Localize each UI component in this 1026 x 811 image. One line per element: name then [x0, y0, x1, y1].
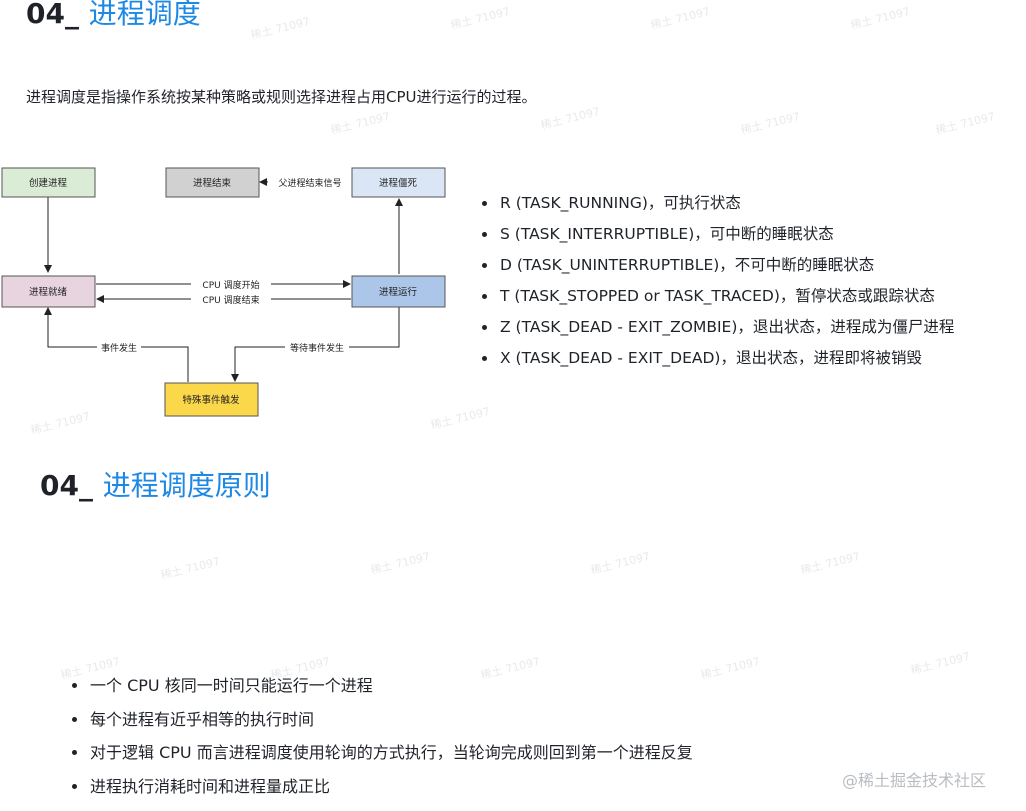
section-heading: 04_ 进程调度原则 [40, 469, 271, 503]
node-create-process: 创建进程 [1, 167, 96, 198]
list-item: T (TASK_STOPPED or TASK_TRACED)，暂停状态或跟踪状… [480, 281, 1000, 312]
svg-text:创建进程: 创建进程 [29, 177, 68, 189]
watermark: 稀土 71097 [369, 549, 432, 578]
list-item: 每个进程有近乎相等的执行时间 [70, 703, 870, 737]
node-process-end: 进程结束 [165, 167, 260, 198]
section-heading: 04_ 进程调度 [26, 0, 201, 31]
watermark: 稀土 71097 [329, 109, 392, 138]
svg-text:进程运行: 进程运行 [379, 286, 418, 298]
svg-text:进程结束: 进程结束 [193, 177, 232, 189]
svg-text:进程僵死: 进程僵死 [379, 177, 418, 189]
edge-label-cpu-end: CPU 调度结束 [202, 294, 259, 306]
watermark: 稀土 71097 [589, 549, 652, 578]
section-title: 进程调度原则 [102, 469, 271, 502]
process-scheduling-diagram: 父进程结束信号 CPU 调度开始 CPU 调度结束 事件发生 等待事件发生 创建… [1, 167, 446, 417]
list-item: S (TASK_INTERRUPTIBLE)，可中断的睡眠状态 [480, 219, 1000, 250]
edge-label-event-occur: 事件发生 [101, 342, 137, 354]
node-process-running: 进程运行 [351, 275, 446, 308]
section-title: 进程调度 [88, 0, 201, 30]
section-number: 04_ [40, 469, 93, 502]
intro-paragraph: 进程调度是指操作系统按某种策略或规则选择进程占用CPU进行运行的过程。 [26, 88, 537, 106]
list-item: X (TASK_DEAD - EXIT_DEAD)，退出状态，进程即将被销毁 [480, 343, 1000, 374]
watermark: 稀土 71097 [539, 104, 602, 133]
process-states-list: R (TASK_RUNNING)，可执行状态 S (TASK_INTERRUPT… [480, 188, 1000, 374]
watermark: 稀土 71097 [739, 109, 802, 138]
section-number: 04_ [26, 0, 79, 30]
scheduling-principles-list: 一个 CPU 核同一时间只能运行一个进程 每个进程有近乎相等的执行时间 对于逻辑… [70, 669, 870, 803]
watermark: 稀土 71097 [449, 4, 512, 33]
watermark: 稀土 71097 [849, 4, 912, 33]
watermark: 稀土 71097 [159, 554, 222, 583]
edge-label-parent-signal: 父进程结束信号 [278, 177, 341, 189]
watermark: 稀土 71097 [649, 4, 712, 33]
svg-text:进程就绪: 进程就绪 [29, 286, 68, 298]
list-item: 进程执行消耗时间和进程量成正比 [70, 770, 870, 804]
watermark: 稀土 71097 [934, 109, 997, 138]
brand-watermark: @稀土掘金技术社区 [842, 771, 987, 790]
watermark: 稀土 71097 [909, 649, 972, 678]
node-process-zombie: 进程僵死 [351, 167, 446, 198]
svg-text:特殊事件触发: 特殊事件触发 [182, 394, 240, 406]
edge-label-wait-event: 等待事件发生 [290, 342, 344, 354]
list-item: R (TASK_RUNNING)，可执行状态 [480, 188, 1000, 219]
list-item: D (TASK_UNINTERRUPTIBLE)，不可中断的睡眠状态 [480, 250, 1000, 281]
list-item: 对于逻辑 CPU 而言进程调度使用轮询的方式执行，当轮询完成则回到第一个进程反复 [70, 736, 870, 770]
watermark: 稀土 71097 [249, 14, 312, 43]
list-item: Z (TASK_DEAD - EXIT_ZOMBIE)，退出状态，进程成为僵尸进… [480, 312, 1000, 343]
edge-label-cpu-start: CPU 调度开始 [202, 279, 259, 291]
node-process-ready: 进程就绪 [1, 275, 96, 308]
node-special-event: 特殊事件触发 [164, 382, 259, 417]
watermark: 稀土 71097 [799, 549, 862, 578]
list-item: 一个 CPU 核同一时间只能运行一个进程 [70, 669, 870, 703]
